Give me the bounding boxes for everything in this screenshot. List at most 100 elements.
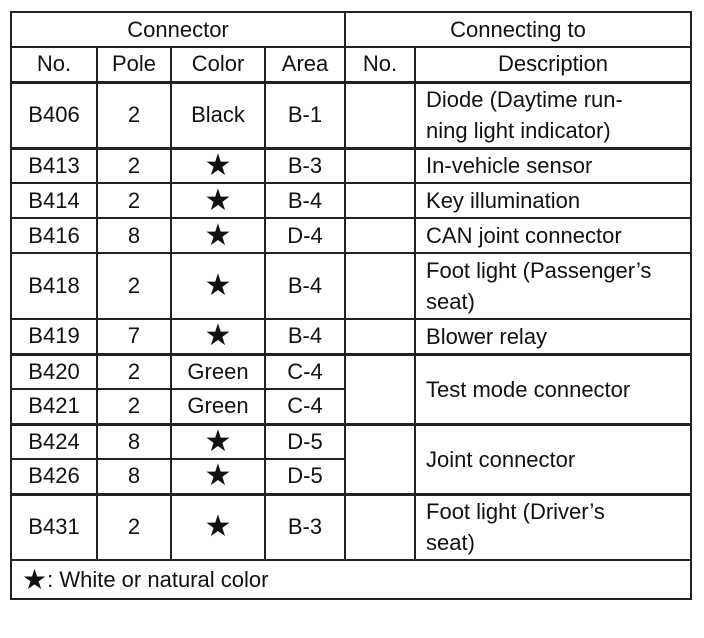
cell-pole: 2 [96,252,172,320]
cell-conn-no [344,146,417,184]
cell-no: B413 [10,146,98,184]
cell-no: B421 [10,388,98,425]
cell-area: B-4 [263,182,347,219]
table-row: B406 2 Black B-1 Diode (Daytime run- nin… [10,80,693,149]
cell-area: D-5 [263,458,347,495]
cell-description: CAN joint connector [414,217,693,254]
header-group-row: Connector Connecting to [9,11,693,48]
cell-area: C-4 [263,388,347,425]
star-icon: ★ [204,183,232,217]
cell-no: B420 [10,352,98,390]
desc-line: Diode (Daytime run- [426,87,623,112]
legend-text: : White or natural color [47,566,269,592]
cell-conn-no [344,252,417,320]
star-icon: ★ [204,424,232,458]
cell-no: B406 [10,80,98,149]
legend-row: ★: White or natural color [9,559,693,600]
cell-conn-no [344,217,417,254]
cell-description: Joint connector [414,422,693,495]
table-row: B426 8 ★ D-5 [10,458,691,495]
col-color: Color [170,46,266,83]
cell-description: Test mode connector [414,352,693,425]
cell-color: ★ [170,318,266,355]
cell-conn-no [344,492,417,561]
desc-line: Foot light (Driver’s [426,499,605,525]
col-area: Area [263,46,347,83]
cell-conn-no [344,422,417,495]
cell-no: B414 [10,182,98,219]
cell-pole: 2 [96,492,172,561]
cell-pole: 7 [96,318,172,355]
table-row: B416 8 ★ D-4 CAN joint connector [10,217,693,254]
cell-area: C-4 [263,352,347,390]
cell-conn-no [344,352,417,425]
cell-color: Black [170,80,266,149]
desc-line: seat) [426,530,475,556]
cell-no: B426 [10,458,98,495]
cell-area: B-4 [263,318,347,355]
cell-area: B-3 [263,146,347,184]
table-row: B431 2 ★ B-3 Foot light (Driver’s seat) [10,492,693,561]
table-row: B420 2 Green C-4 Test mode connector [10,352,693,425]
cell-pole: 2 [96,388,172,425]
header-connecting-to: Connecting to [344,11,693,48]
cell-pole: 2 [96,146,172,184]
star-icon: ★ [204,319,232,353]
cell-no: B431 [10,492,98,561]
header-connector: Connector [9,11,347,48]
cell-pole: 8 [96,217,172,254]
cell-pole: 8 [96,458,172,495]
cell-no: B418 [10,252,98,320]
cell-color: Green [170,352,266,390]
cell-area: B-3 [263,492,347,561]
star-icon: ★ [204,269,232,302]
col-no: No. [10,46,98,83]
cell-description: In-vehicle sensor [414,146,693,184]
cell-area: D-4 [263,217,347,254]
cell-pole: 2 [96,352,172,390]
table-row: B419 7 ★ B-4 Blower relay [10,318,693,355]
col-pole: Pole [96,46,172,83]
cell-conn-no [344,182,417,219]
cell-color: ★ [170,458,266,495]
legend: ★: White or natural color [9,559,693,600]
cell-color: ★ [170,146,266,184]
cell-color: ★ [170,252,266,320]
desc-line: ning light indicator) [426,118,611,143]
cell-description: Diode (Daytime run- ning light indicator… [414,80,693,149]
cell-conn-no [344,80,417,149]
cell-color: ★ [170,492,266,561]
cell-color: Green [170,388,266,425]
desc-line: Foot light (Passenger’s [426,258,652,283]
cell-color: ★ [170,422,266,460]
col-description: Description [414,46,693,83]
cell-description: Foot light (Passenger’s seat) [414,252,693,320]
table-row: B418 2 ★ B-4 Foot light (Passenger’s sea… [10,252,693,320]
cell-no: B424 [10,422,98,460]
cell-description: Key illumination [414,182,693,219]
desc-line: seat) [426,289,475,314]
cell-area: D-5 [263,422,347,460]
table-row: B421 2 Green C-4 [10,388,691,425]
cell-conn-no [344,318,417,355]
star-icon: ★ [204,459,232,493]
cell-no: B416 [10,217,98,254]
col-conn-no: No. [344,46,417,83]
cell-area: B-1 [263,80,347,149]
table-row: B424 8 ★ D-5 Joint connector [10,422,693,495]
cell-area: B-4 [263,252,347,320]
star-icon: ★ [204,148,232,182]
cell-pole: 8 [96,422,172,460]
table-row: B414 2 ★ B-4 Key illumination [10,182,693,219]
header-columns-row: No. Pole Color Area No. Description [10,46,693,83]
cell-description: Blower relay [414,318,693,355]
connector-table: Connector Connecting to No. Pole Color A… [9,11,693,600]
star-icon: ★ [22,563,48,595]
table-row: B413 2 ★ B-3 In-vehicle sensor [10,146,693,184]
cell-pole: 2 [96,80,172,149]
cell-color: ★ [170,182,266,219]
cell-no: B419 [10,318,98,355]
cell-description: Foot light (Driver’s seat) [414,492,693,561]
cell-color: ★ [170,217,266,254]
star-icon: ★ [204,218,232,252]
